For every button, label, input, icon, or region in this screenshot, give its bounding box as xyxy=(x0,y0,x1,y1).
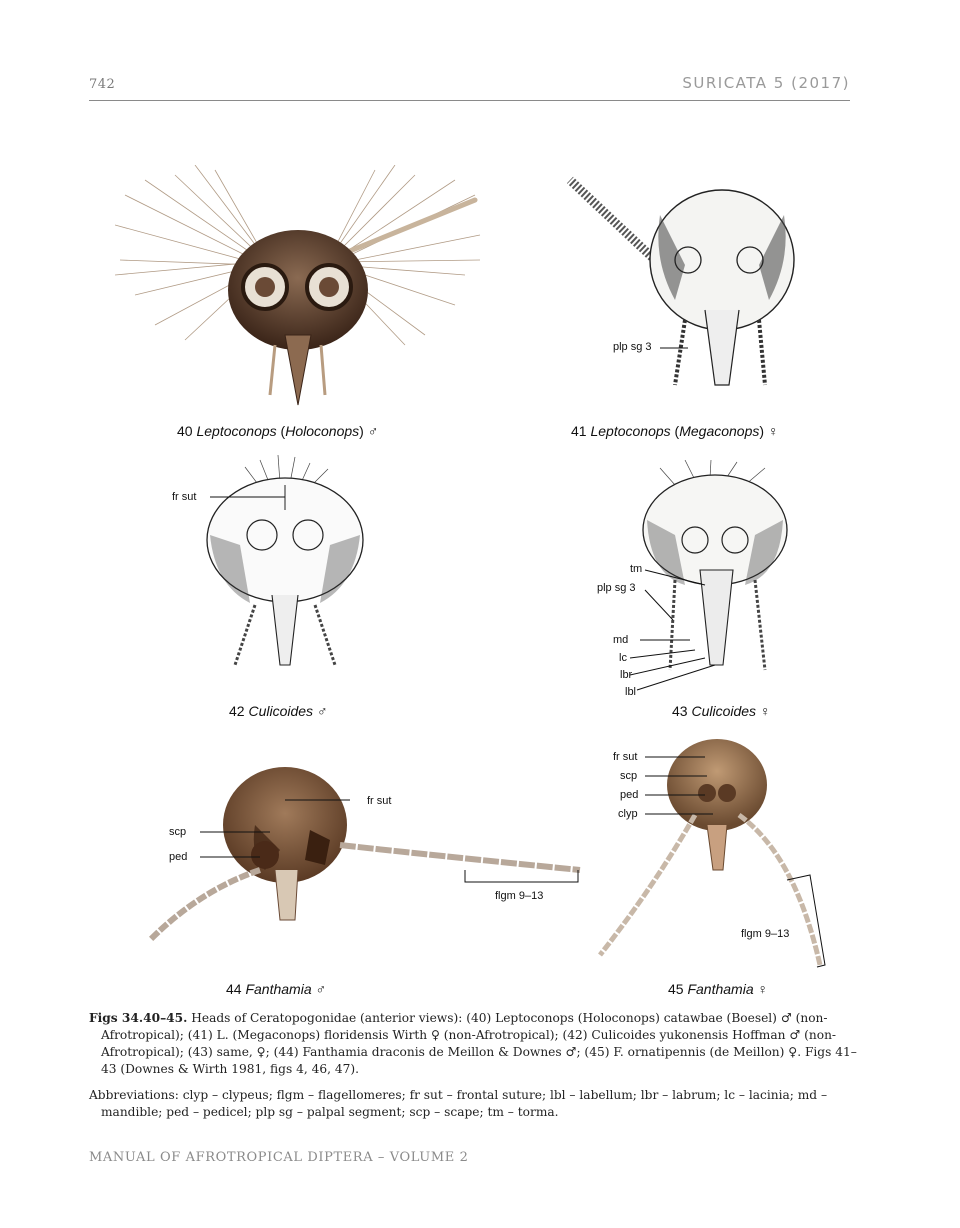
callout-plp-sg-3-fig43: plp sg 3 xyxy=(597,582,636,594)
abbreviations: Abbreviations: clyp – clypeus; flgm – fl… xyxy=(89,1088,828,1119)
figure-42-illustration xyxy=(206,455,364,666)
callout-ped-fig45: ped xyxy=(620,789,639,801)
figure-41-illustration xyxy=(566,176,795,386)
callout-lc-fig43: lc xyxy=(619,652,627,664)
figure-44-label: 44 Fanthamia ♂ xyxy=(226,981,327,997)
callout-fr-sut-fig42: fr sut xyxy=(172,491,197,503)
callout-flgm-fig45: flgm 9–13 xyxy=(741,928,790,940)
callout-plp-sg-3-fig41: plp sg 3 xyxy=(613,341,652,353)
callout-fr-sut-fig45: fr sut xyxy=(613,751,638,763)
page-number: 742 xyxy=(89,77,116,92)
figure-44-illustration xyxy=(147,767,581,943)
figure-40-label: 40 Leptoconops (Holoconops) ♂ xyxy=(177,423,379,439)
caption-title: Figs 34.40–45. xyxy=(89,1011,188,1025)
figure-40-illustration xyxy=(115,165,481,406)
callout-clyp-fig45: clyp xyxy=(618,808,638,820)
caption-text: Heads of Ceratopogonidae (anterior views… xyxy=(101,1011,857,1076)
figure-42-label: 42 Culicoides ♂ xyxy=(229,703,328,719)
callout-lbr-fig43: lbr xyxy=(620,669,633,681)
callout-fr-sut-fig44: fr sut xyxy=(367,795,392,807)
callout-scp-fig45: scp xyxy=(620,770,638,782)
callout-tm-fig43: tm xyxy=(630,563,643,575)
figure-caption: Figs 34.40–45. Heads of Ceratopogonidae … xyxy=(89,1010,862,1078)
callout-flgm-fig44: flgm 9–13 xyxy=(495,890,544,902)
figure-41-label: 41 Leptoconops (Megaconops) ♀ xyxy=(571,423,779,439)
running-footer: MANUAL OF AFROTROPICAL DIPTERA – VOLUME … xyxy=(89,1150,469,1165)
figure-43-label: 43 Culicoides ♀ xyxy=(672,703,771,719)
figure-45-label: 45 Fanthamia ♀ xyxy=(668,981,769,997)
figure-43-illustration xyxy=(629,460,788,691)
callout-scp-fig44: scp xyxy=(169,826,187,838)
figure-45-illustration xyxy=(598,739,826,968)
callout-md-fig43: md xyxy=(613,634,629,646)
header-rule xyxy=(89,100,850,101)
callout-ped-fig44: ped xyxy=(169,851,188,863)
running-header: SURICATA 5 (2017) xyxy=(682,74,850,92)
callout-lbl-fig43: lbl xyxy=(625,686,637,698)
